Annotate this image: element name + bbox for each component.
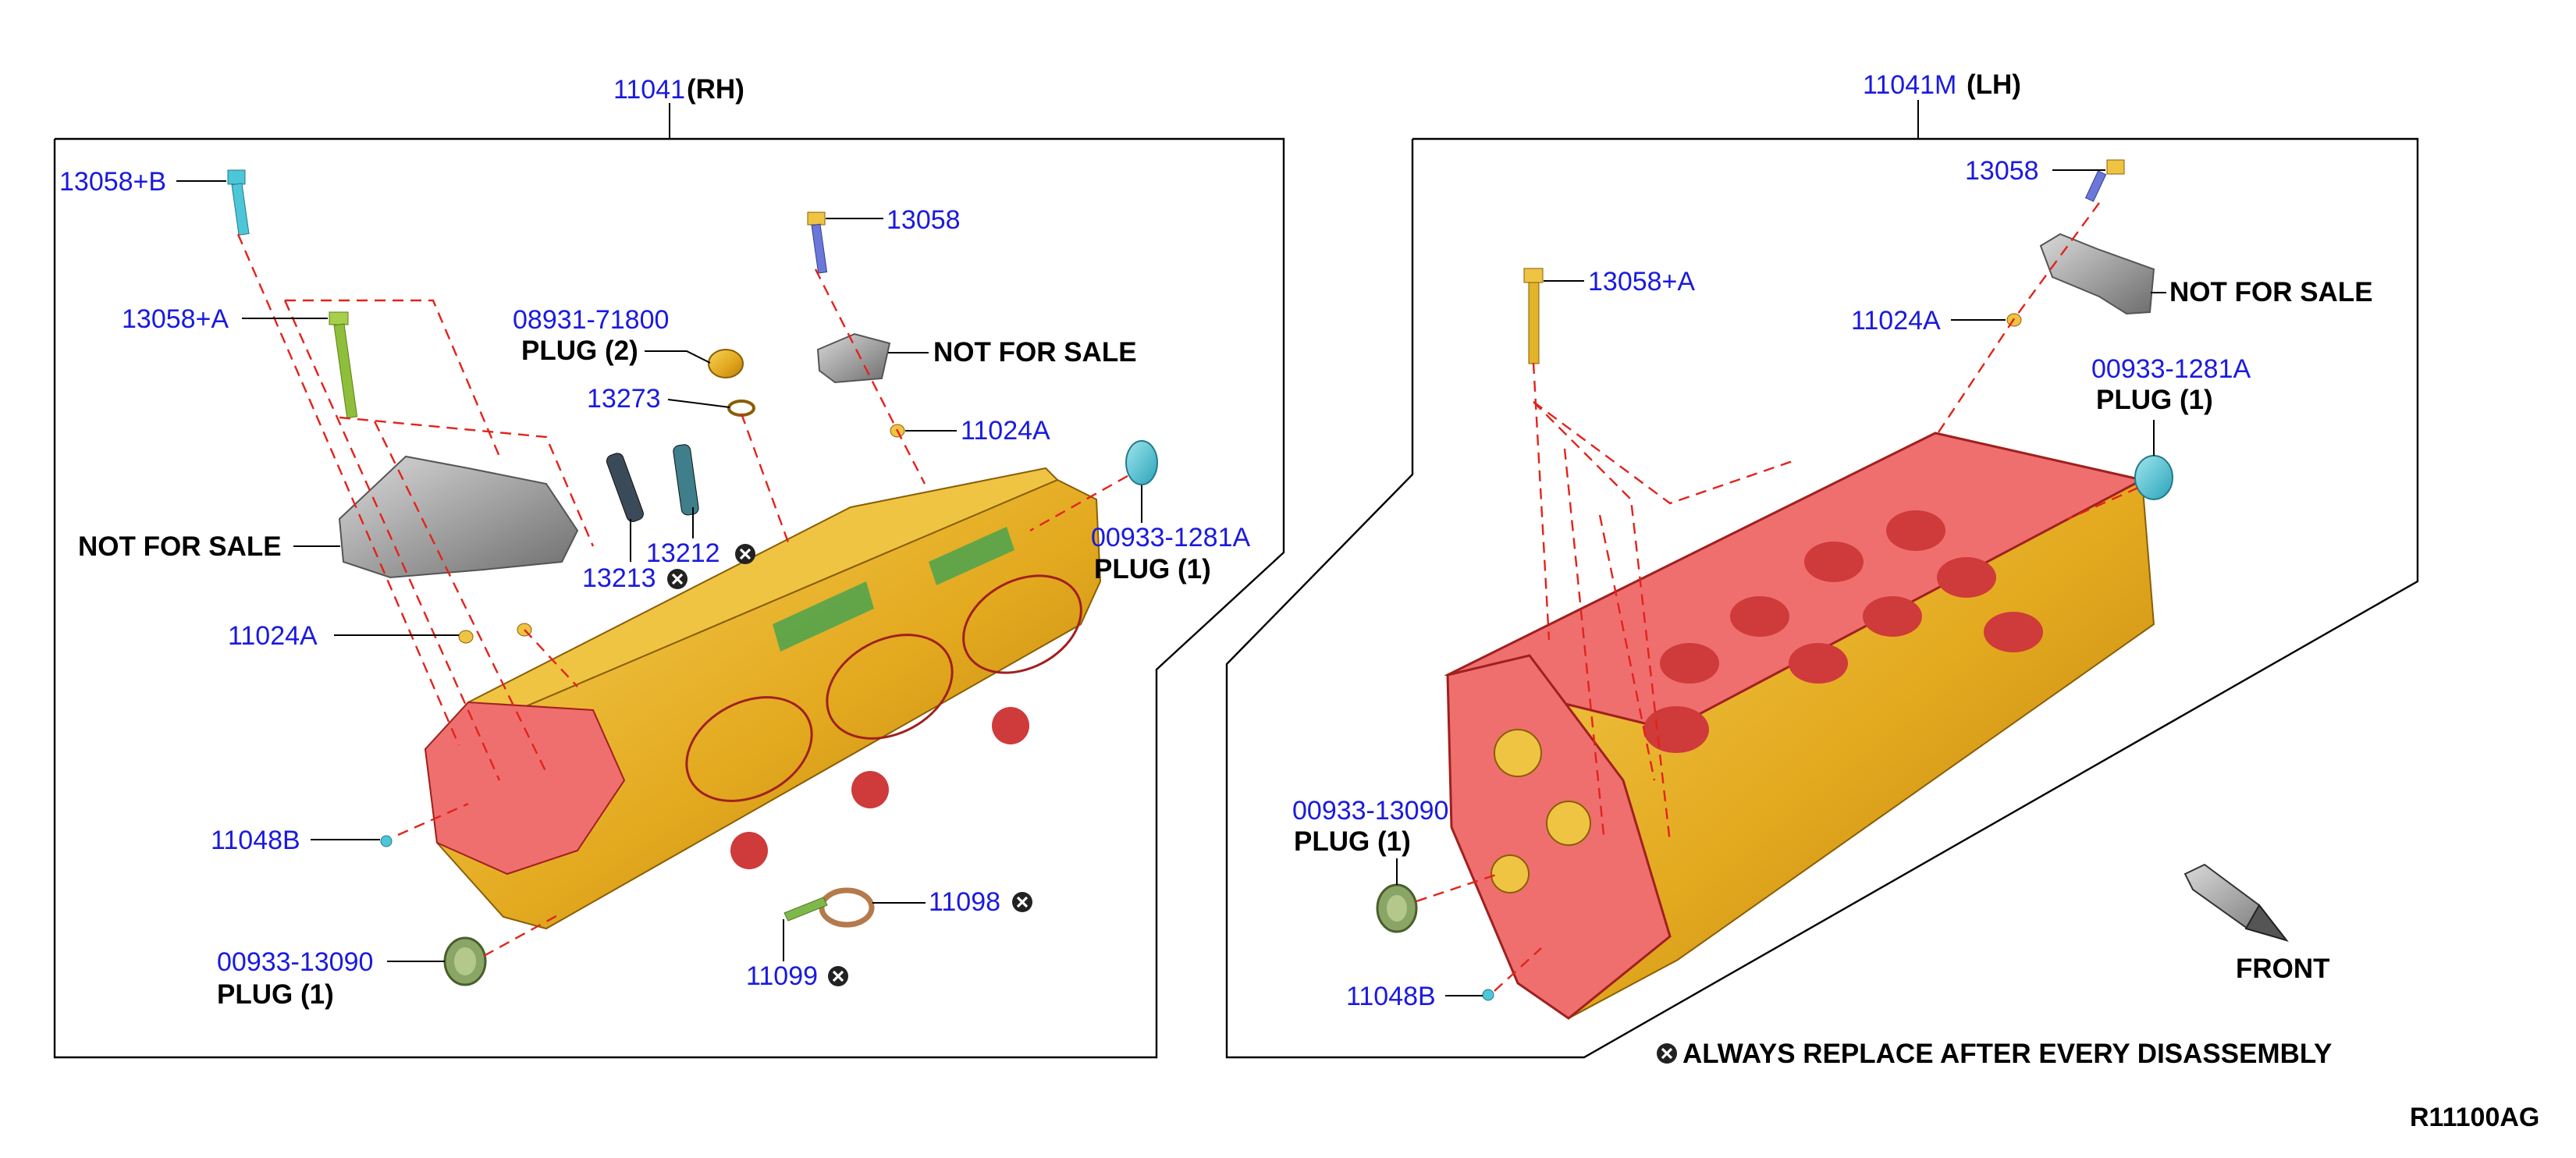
rh-cylinder-head: [424, 467, 1102, 930]
rh-guides: [606, 444, 699, 522]
rh-plug-side-part-number: 00933-1281A: [1091, 523, 1251, 552]
rh-plug2-label: PLUG (2): [521, 336, 638, 366]
circled-x-icon: [826, 964, 850, 988]
figure-reference: R11100AG: [2410, 1103, 2539, 1132]
circled-x-icon: [1011, 890, 1034, 914]
rh-washer-part-number: 13273: [587, 384, 661, 414]
rh-frame: [53, 103, 1285, 1059]
rh-bracket-not-for-sale: [816, 332, 891, 384]
rh-gasket-part-number: 11098: [929, 887, 1000, 917]
lh-plug-side-label: PLUG (1): [2096, 385, 2213, 415]
rh-plug-bottom-part-number: 00933-13090: [217, 947, 373, 977]
lh-bolt-13058: [2084, 159, 2125, 202]
lh-bolt-13058-a: [1523, 268, 1544, 364]
circled-x-icon: [666, 567, 689, 591]
rh-stud-part-number: 11048B: [211, 826, 300, 855]
rh-plug2-part-number: 08931-71800: [513, 305, 669, 335]
rh-bolt-b-part-number: 13058+B: [59, 167, 166, 197]
lh-bracket-not-for-sale-label: NOT FOR SALE: [2169, 277, 2373, 307]
rh-dowel-left-part-number: 11024A: [228, 621, 318, 651]
lh-plug-bottom: [1376, 883, 1418, 933]
lh-plug-bottom-label: PLUG (1): [1294, 826, 1411, 857]
rh-bolt-part-number: 13058: [886, 205, 961, 235]
rh-bolt-13058-a: [329, 311, 358, 419]
circled-x-icon: [1655, 1042, 1679, 1065]
lh-bolt-a-part-number: 13058+A: [1588, 267, 1695, 297]
lh-plug-bottom-part-number: 00933-13090: [1292, 796, 1448, 826]
rh-cover-not-for-sale-label: NOT FOR SALE: [78, 531, 282, 562]
rh-head-side: (RH): [687, 74, 744, 105]
rh-guide-b-part-number: 13213: [582, 563, 656, 593]
rh-washer-13273: [727, 400, 755, 417]
rh-head-part-number: 11041: [613, 75, 685, 105]
rh-bolt-a-part-number: 13058+A: [122, 304, 229, 334]
rh-cover-not-for-sale: [338, 455, 579, 579]
lh-bolt-part-number: 13058: [1965, 156, 2039, 186]
lh-plug-side-part-number: 00933-1281A: [2091, 354, 2251, 384]
rh-bolt-13058: [807, 211, 828, 274]
lh-head-part-number: 11041M: [1863, 70, 1956, 100]
circled-x-icon: [734, 542, 757, 566]
rh-plug-bottom-label: PLUG (1): [217, 979, 334, 1010]
rh-guide-a-part-number: 13212: [646, 538, 720, 568]
lh-cylinder-head: [1444, 432, 2155, 1020]
rh-gasket-11098: [783, 887, 875, 928]
lh-frame: [1225, 100, 2419, 1059]
rh-plug-side: [1125, 440, 1158, 485]
rh-bracket-part-number: 11099: [746, 961, 818, 991]
rh-bracket-not-for-sale-label: NOT FOR SALE: [933, 337, 1137, 368]
lh-bracket-not-for-sale: [2039, 233, 2155, 315]
rh-plug-08931: [708, 349, 744, 378]
replacement-note: ALWAYS REPLACE AFTER EVERY DISASSEMBLY: [1682, 1039, 2332, 1069]
rh-dowel-top-part-number: 11024A: [961, 416, 1050, 446]
rh-plug-side-label: PLUG (1): [1094, 554, 1211, 584]
lh-plug-side: [2134, 455, 2173, 500]
rh-bolt-13058-b: [227, 169, 250, 236]
rh-plug-bottom: [443, 936, 487, 986]
lh-stud-part-number: 11048B: [1346, 982, 1436, 1011]
front-arrow-icon: [2183, 863, 2289, 942]
lh-alignment-lines: [1416, 202, 2139, 992]
rh-alignment-lines: [236, 233, 1128, 957]
lh-head-side: (LH): [1967, 69, 2021, 100]
front-label: FRONT: [2236, 954, 2330, 984]
lh-dowel-part-number: 11024A: [1851, 306, 1941, 336]
